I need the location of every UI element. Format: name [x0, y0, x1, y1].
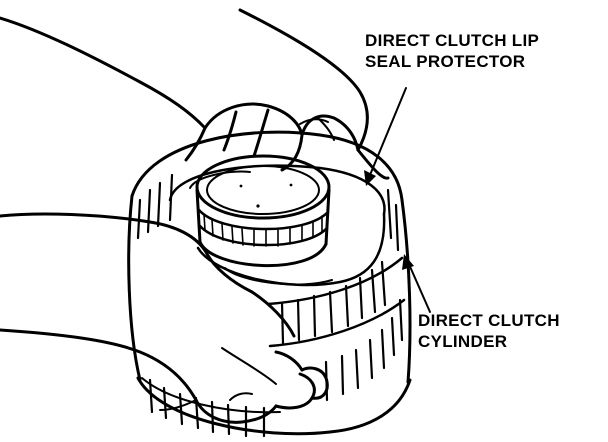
lip-seal-protector-label: DIRECT CLUTCH LIP SEAL PROTECTOR: [365, 30, 539, 72]
lip-seal-protector-label-line2: SEAL PROTECTOR: [365, 52, 526, 71]
lower-hand: [0, 212, 329, 424]
arrowhead-protector: [364, 170, 376, 186]
lip-seal-protector-label-line1: DIRECT CLUTCH LIP: [365, 31, 540, 50]
arrowhead-cylinder: [402, 254, 414, 270]
lip-seal-protector: [195, 154, 331, 268]
upper-hand: [0, 8, 390, 180]
cylinder-hub: [168, 164, 386, 287]
leader-lines: [369, 87, 431, 313]
clutch-cylinder-label: DIRECT CLUTCH CYLINDER: [418, 310, 560, 352]
clutch-cylinder-label-line2: CYLINDER: [418, 332, 508, 351]
clutch-cylinder-label-line1: DIRECT CLUTCH: [418, 311, 560, 330]
